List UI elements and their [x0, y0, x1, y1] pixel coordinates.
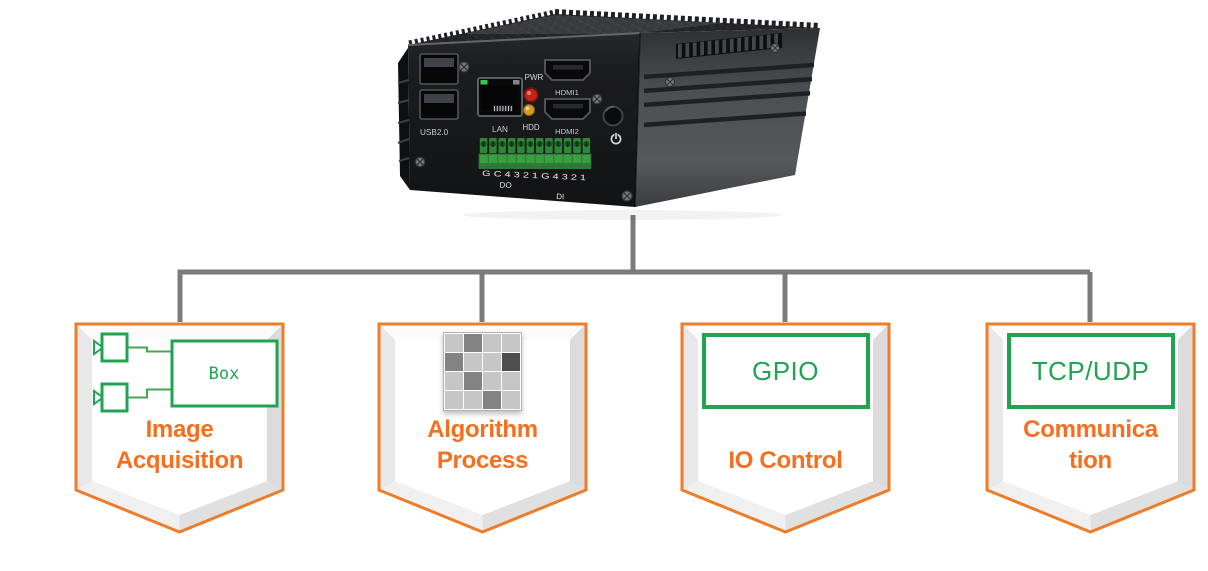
heatsink-fins	[676, 32, 782, 59]
badge-label-line: Algorithm	[427, 416, 538, 443]
badge-label-line: Image	[145, 416, 214, 443]
screw-icon	[458, 61, 470, 73]
lan-label: LAN	[492, 125, 508, 134]
camera-arrow-icon	[93, 339, 105, 356]
pixel-cell	[483, 352, 501, 371]
power-symbol-icon	[610, 132, 622, 145]
pixel-cell	[445, 390, 463, 409]
di-label: DI	[556, 192, 564, 201]
box-node-label: Box	[209, 364, 240, 384]
tcp-udp-box: TCP/UDP	[1006, 333, 1175, 409]
badge-label: Communica tion	[985, 414, 1196, 476]
pixel-cell	[464, 333, 482, 352]
badge-label: Image Acquisition	[74, 414, 285, 476]
hdd-label: HDD	[522, 123, 540, 132]
lan-led	[480, 80, 488, 85]
screw-icon	[621, 190, 633, 202]
connector-lines	[177, 215, 1093, 322]
hdmi1-port	[544, 59, 591, 81]
badge-label-line: Acquisition	[115, 447, 244, 474]
badge-algorithm-process: Algorithm Process	[377, 322, 588, 534]
badge-label-line: Communica	[1023, 416, 1158, 443]
badge-label-line: tion	[1069, 447, 1112, 474]
pixel-cell	[502, 333, 520, 352]
box-node	[170, 339, 279, 408]
terminal-block	[478, 138, 592, 169]
gpio-box-label: GPIO	[751, 355, 819, 386]
badge-label-line: Process	[436, 447, 529, 474]
pixel-cell	[464, 352, 482, 371]
do-label: DO	[499, 181, 511, 191]
device-side-face	[635, 28, 820, 207]
hdmi2-port	[544, 98, 591, 120]
hdd-led	[523, 104, 535, 116]
device-front-panel: USB2.0 LAN PWR HDD	[397, 32, 641, 208]
badge-image-acquisition: Box Image Acquisition	[74, 322, 285, 534]
pixel-cell	[445, 333, 463, 352]
pixel-cell	[445, 371, 463, 390]
pixel-cell	[445, 352, 463, 371]
screw-icon	[414, 156, 426, 168]
camera-node	[100, 382, 129, 413]
screw-icon	[769, 42, 781, 54]
camera-arrow-icon	[93, 389, 105, 406]
device-top-face	[408, 9, 821, 46]
usb-ports	[419, 53, 459, 120]
power-led	[523, 87, 539, 103]
badge-shape	[377, 322, 588, 534]
usb-label: USB2.0	[420, 128, 449, 137]
power-button	[602, 105, 624, 127]
lan-port	[477, 77, 523, 117]
pixel-cell	[483, 333, 501, 352]
pixel-cell	[483, 390, 501, 409]
badge-label: IO Control	[680, 414, 891, 476]
screw-icon	[664, 76, 676, 88]
gpio-box: GPIO	[701, 333, 870, 409]
camera-node	[100, 332, 129, 363]
camera-to-box-icon: Box	[93, 332, 279, 413]
tcp-udp-box-label: TCP/UDP	[1031, 355, 1150, 386]
pixel-cell	[502, 371, 520, 390]
hdmi1-label: HDMI1	[555, 88, 579, 97]
badge-io-control: GPIO IO Control	[680, 322, 891, 534]
screw-icon	[591, 93, 603, 105]
pixel-cell	[464, 390, 482, 409]
badge-label: Algorithm Process	[377, 414, 588, 476]
pixel-grid-icon	[443, 331, 522, 411]
pwr-label: PWR	[525, 73, 544, 82]
pixel-cell	[502, 352, 520, 371]
pixel-cell	[502, 390, 520, 409]
badge-label-spacer	[680, 414, 891, 445]
device-photo: USB2.0 LAN PWR HDD	[397, 9, 821, 220]
pixel-cell	[483, 371, 501, 390]
hdmi2-label: HDMI2	[555, 127, 579, 136]
pixel-cell	[464, 371, 482, 390]
badge-communication: TCP/UDP Communica tion	[985, 322, 1196, 534]
device-shadow	[463, 210, 783, 220]
badge-label-line: IO Control	[728, 447, 843, 474]
